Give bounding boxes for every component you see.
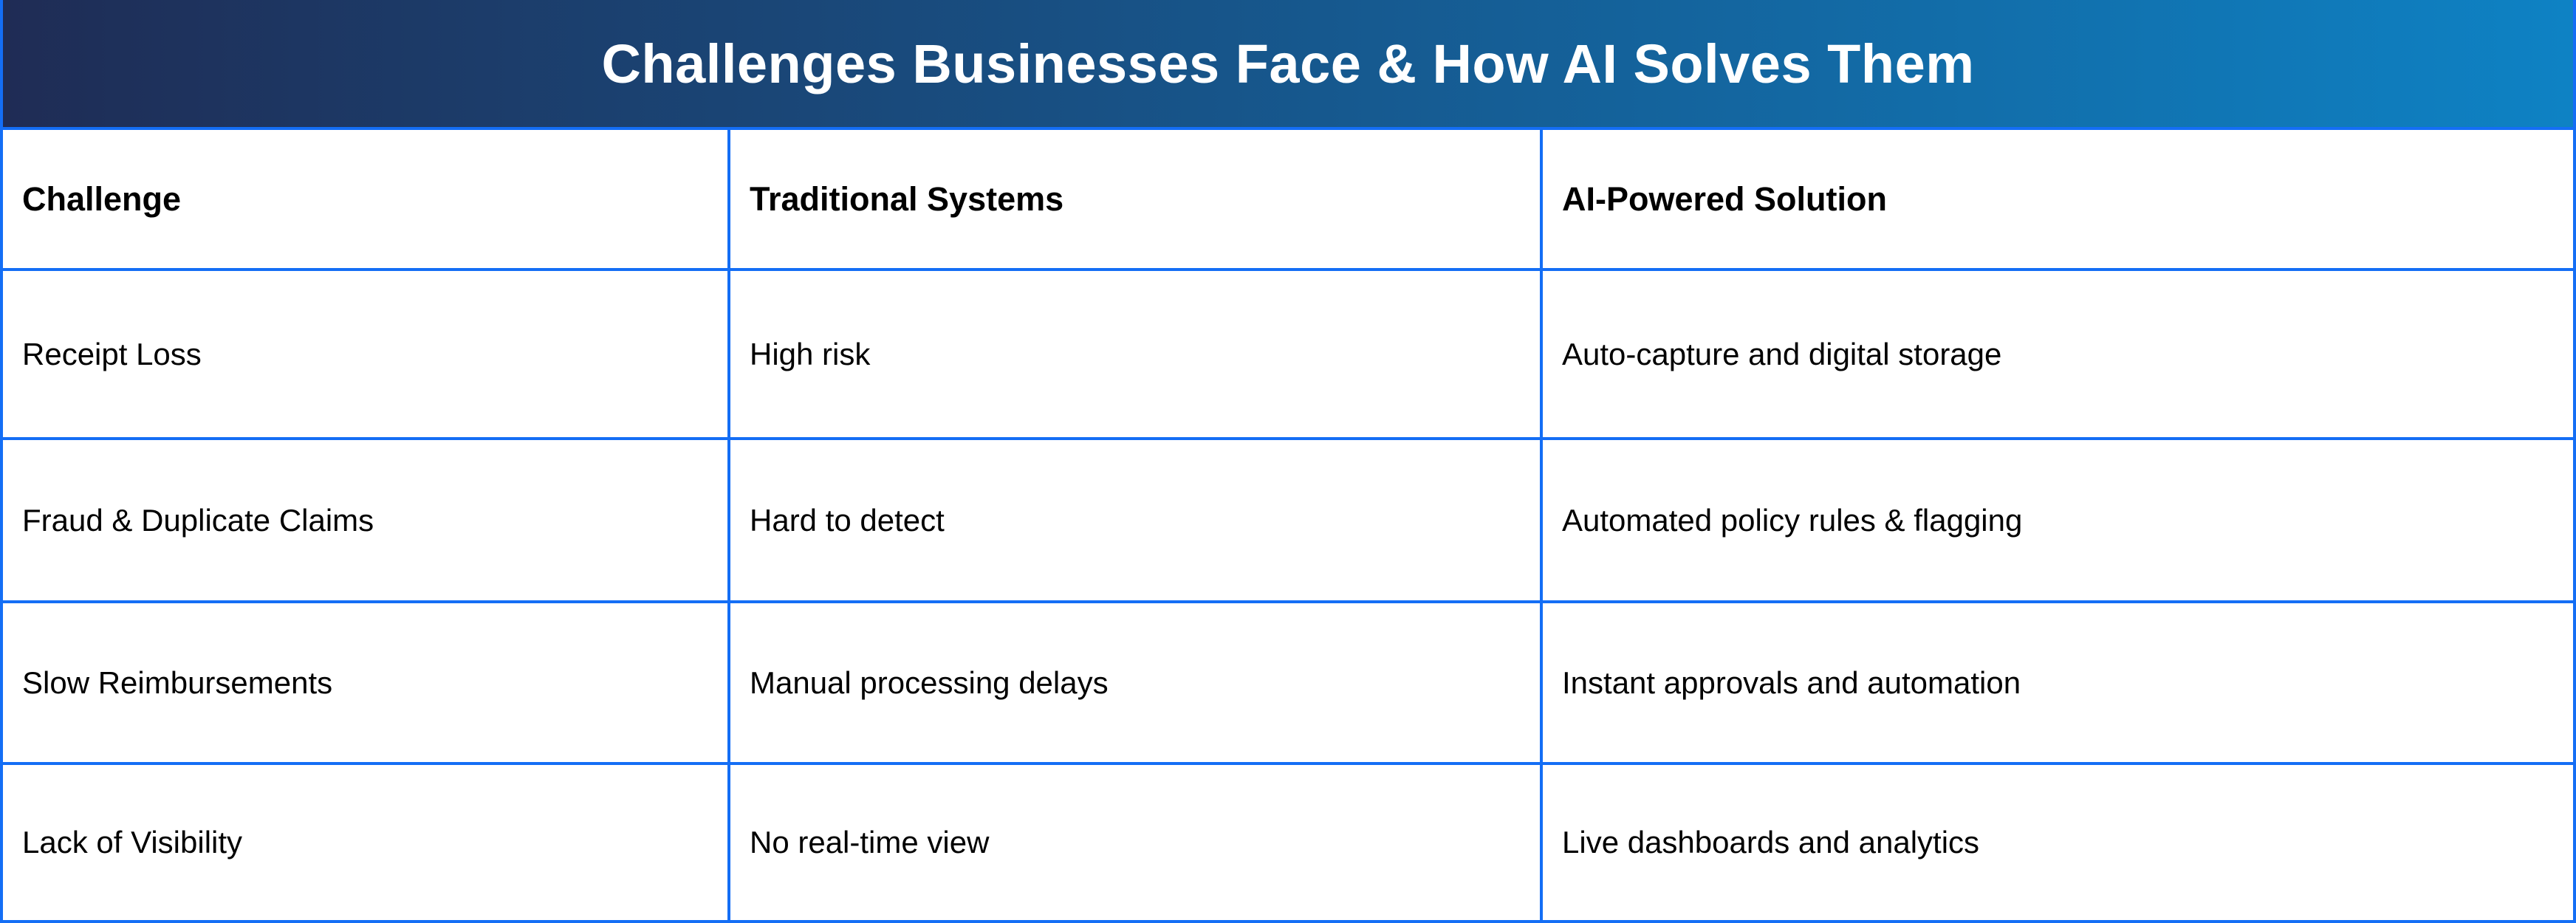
cell-traditional: Manual processing delays [727,603,1540,762]
cell-ai-solution: Auto-capture and digital storage [1540,271,2573,437]
column-header-traditional-systems: Traditional Systems [727,130,1540,268]
table-row: Receipt Loss High risk Auto-capture and … [3,268,2573,437]
table-row: Fraud & Duplicate Claims Hard to detect … [3,437,2573,600]
page-title: Challenges Businesses Face & How AI Solv… [601,32,1975,95]
cell-challenge: Lack of Visibility [22,825,243,859]
cell-ai-solution: Live dashboards and analytics [1540,765,2573,920]
table-row: Slow Reimbursements Manual processing de… [3,600,2573,762]
cell-challenge: Slow Reimbursements [22,665,333,700]
table-title-bar: Challenges Businesses Face & How AI Solv… [3,0,2573,127]
cell-ai-solution: Instant approvals and automation [1540,603,2573,762]
cell-challenge: Receipt Loss [22,336,202,371]
cell-traditional: Hard to detect [727,440,1540,600]
cell-traditional: No real-time view [727,765,1540,920]
cell-challenge: Fraud & Duplicate Claims [22,502,374,538]
column-header-challenge: Challenge [22,179,182,218]
column-header-ai-powered-solution: AI-Powered Solution [1540,130,2573,268]
table-header-row: Challenge Traditional Systems AI-Powered… [3,127,2573,268]
table-row: Lack of Visibility No real-time view Liv… [3,762,2573,920]
cell-traditional: High risk [727,271,1540,437]
cell-ai-solution: Automated policy rules & flagging [1540,440,2573,600]
